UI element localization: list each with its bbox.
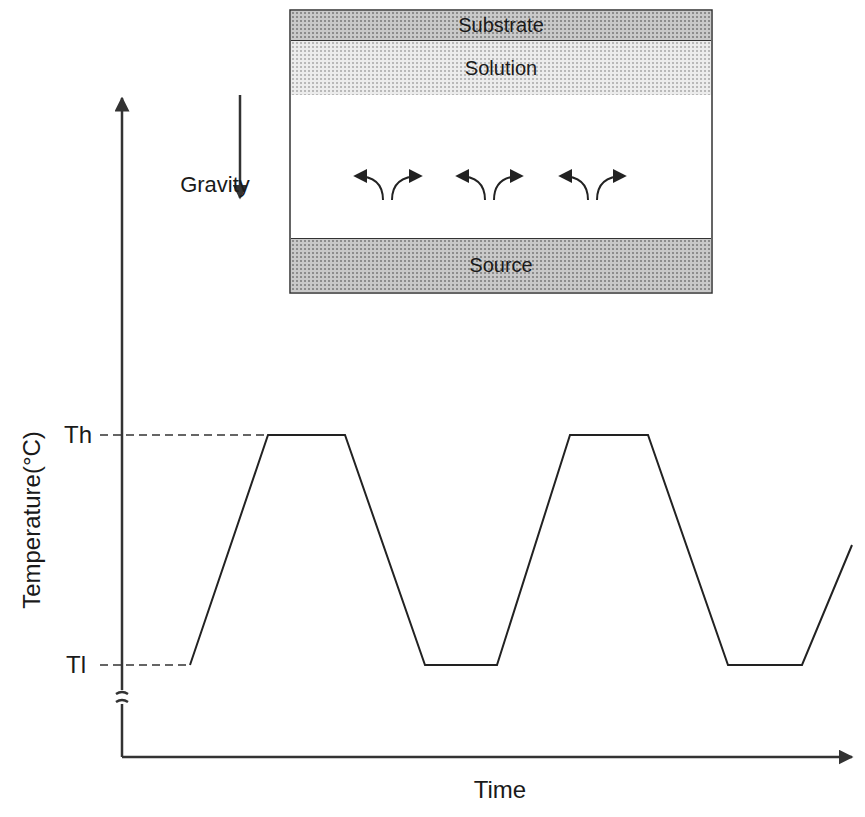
temperature-profile <box>190 435 852 665</box>
substrate-band: Substrate <box>291 11 711 41</box>
band-label: Solution <box>461 57 541 80</box>
level-label: Tl <box>66 651 86 679</box>
level-label: Th <box>64 421 92 449</box>
level-guide <box>100 435 266 665</box>
chart-axes <box>116 98 852 757</box>
cell-outline <box>290 10 712 293</box>
force-label: Gravity <box>180 172 250 198</box>
axis-title: Time <box>474 776 526 804</box>
convection-arrows <box>356 176 624 200</box>
band-label: Substrate <box>454 14 548 37</box>
source-band: Source <box>291 238 711 292</box>
band-label: Source <box>465 254 536 277</box>
solution-band: Solution <box>291 41 711 95</box>
axis-title: Temperature(°C) <box>18 431 46 609</box>
